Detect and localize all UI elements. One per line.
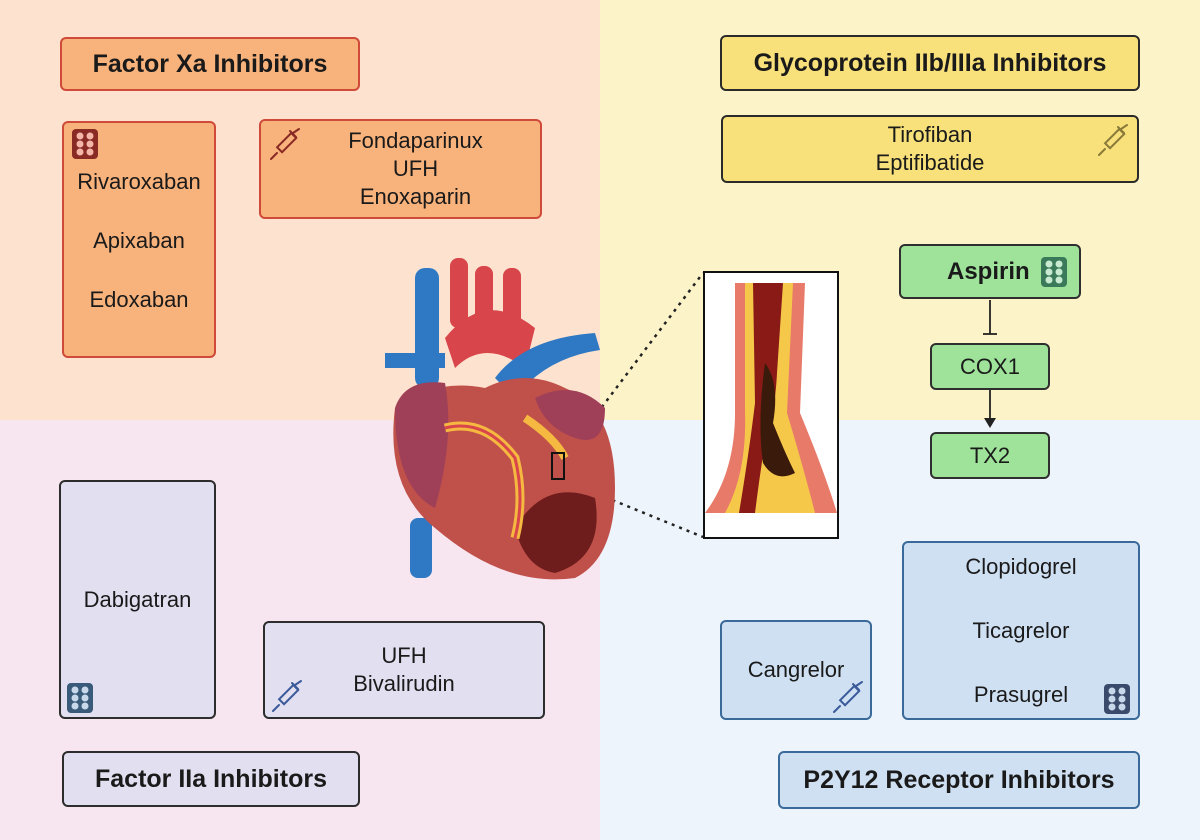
drug-tirofiban: Tirofiban bbox=[887, 122, 973, 147]
drug-dabigatran: Dabigatran bbox=[83, 586, 192, 612]
pill-pack-icon bbox=[1104, 684, 1130, 714]
drug-prasugrel: Prasugrel bbox=[973, 681, 1069, 707]
drug-enoxaparin: Enoxaparin bbox=[359, 184, 472, 209]
coronary-artery bbox=[444, 424, 522, 539]
factor-iia-oral-box: Dabigatran bbox=[59, 480, 216, 719]
artery-branch bbox=[450, 258, 468, 328]
pill-pack-icon bbox=[67, 683, 93, 713]
p2y12-injectable-box: Cangrelor bbox=[720, 620, 872, 720]
pill-pack-icon bbox=[72, 129, 98, 159]
drug-edoxaban: Edoxaban bbox=[89, 287, 189, 312]
lumen bbox=[739, 283, 783, 513]
p2y12-title: P2Y12 Receptor Inhibitors bbox=[778, 751, 1140, 809]
cox1-box: COX1 bbox=[930, 343, 1050, 390]
drug-eptifibatide: Eptifibatide bbox=[875, 150, 985, 175]
zoom-marker bbox=[551, 452, 565, 480]
aspirin-box: Aspirin bbox=[899, 244, 1081, 299]
factor-xa-title: Factor Xa Inhibitors bbox=[60, 37, 360, 91]
aortic-arch bbox=[445, 310, 535, 368]
factor-iia-title-text: Factor IIa Inhibitors bbox=[95, 764, 327, 793]
drug-ufh: UFH bbox=[392, 156, 439, 181]
right-atrium bbox=[395, 382, 449, 508]
cox1-label: COX1 bbox=[960, 353, 1020, 379]
drug-fondaparinux: Fondaparinux bbox=[348, 128, 483, 153]
drug-bivalirudin: Bivalirudin bbox=[353, 671, 455, 696]
inferior-vena-cava bbox=[410, 518, 432, 578]
thrombus bbox=[760, 363, 795, 477]
syringe-icon bbox=[272, 680, 302, 712]
tx2-box: TX2 bbox=[930, 432, 1050, 479]
syringe-icon bbox=[833, 681, 863, 713]
infarct-area bbox=[515, 492, 597, 573]
drug-ticagrelor: Ticagrelor bbox=[972, 617, 1070, 643]
drug-cangrelor: Cangrelor bbox=[747, 657, 845, 682]
drug-ufh: UFH bbox=[381, 643, 427, 668]
gp-iib-iiia-title: Glycoprotein IIb/IIIa Inhibitors bbox=[720, 35, 1140, 91]
factor-xa-injectable-box: Fondaparinux UFH Enoxaparin bbox=[259, 119, 542, 219]
factor-xa-title-text: Factor Xa Inhibitors bbox=[92, 49, 328, 78]
artery-cross-section bbox=[705, 283, 837, 513]
vena-cava bbox=[415, 268, 439, 388]
pill-pack-icon bbox=[1041, 257, 1067, 287]
gp-iib-iiia-injectable-box: Tirofiban Eptifibatide bbox=[721, 115, 1139, 183]
p2y12-title-text: P2Y12 Receptor Inhibitors bbox=[803, 765, 1115, 794]
factor-iia-title: Factor IIa Inhibitors bbox=[62, 751, 360, 807]
drug-clopidogrel: Clopidogrel bbox=[965, 553, 1077, 579]
syringe-icon bbox=[1098, 124, 1128, 156]
factor-iia-injectable-box: UFH Bivalirudin bbox=[263, 621, 545, 719]
gp-iib-iiia-title-text: Glycoprotein IIb/IIIa Inhibitors bbox=[753, 48, 1107, 77]
zoom-line-top bbox=[567, 272, 704, 453]
tx2-label: TX2 bbox=[969, 442, 1011, 468]
p2y12-oral-box: Clopidogrel Ticagrelor Prasugrel bbox=[902, 541, 1140, 720]
aspirin-label: Aspirin bbox=[947, 257, 1030, 285]
left-atrium bbox=[535, 390, 605, 440]
drug-apixaban: Apixaban bbox=[93, 228, 185, 253]
heart-illustration bbox=[385, 258, 615, 580]
pulmonary-vein bbox=[385, 353, 445, 368]
factor-xa-oral-box: Rivaroxaban Apixaban Edoxaban bbox=[62, 121, 216, 358]
syringe-icon bbox=[270, 128, 300, 160]
drug-rivaroxaban: Rivaroxaban bbox=[77, 169, 201, 194]
activation-arrowhead bbox=[984, 418, 996, 428]
artery-zoom-frame bbox=[703, 271, 839, 539]
